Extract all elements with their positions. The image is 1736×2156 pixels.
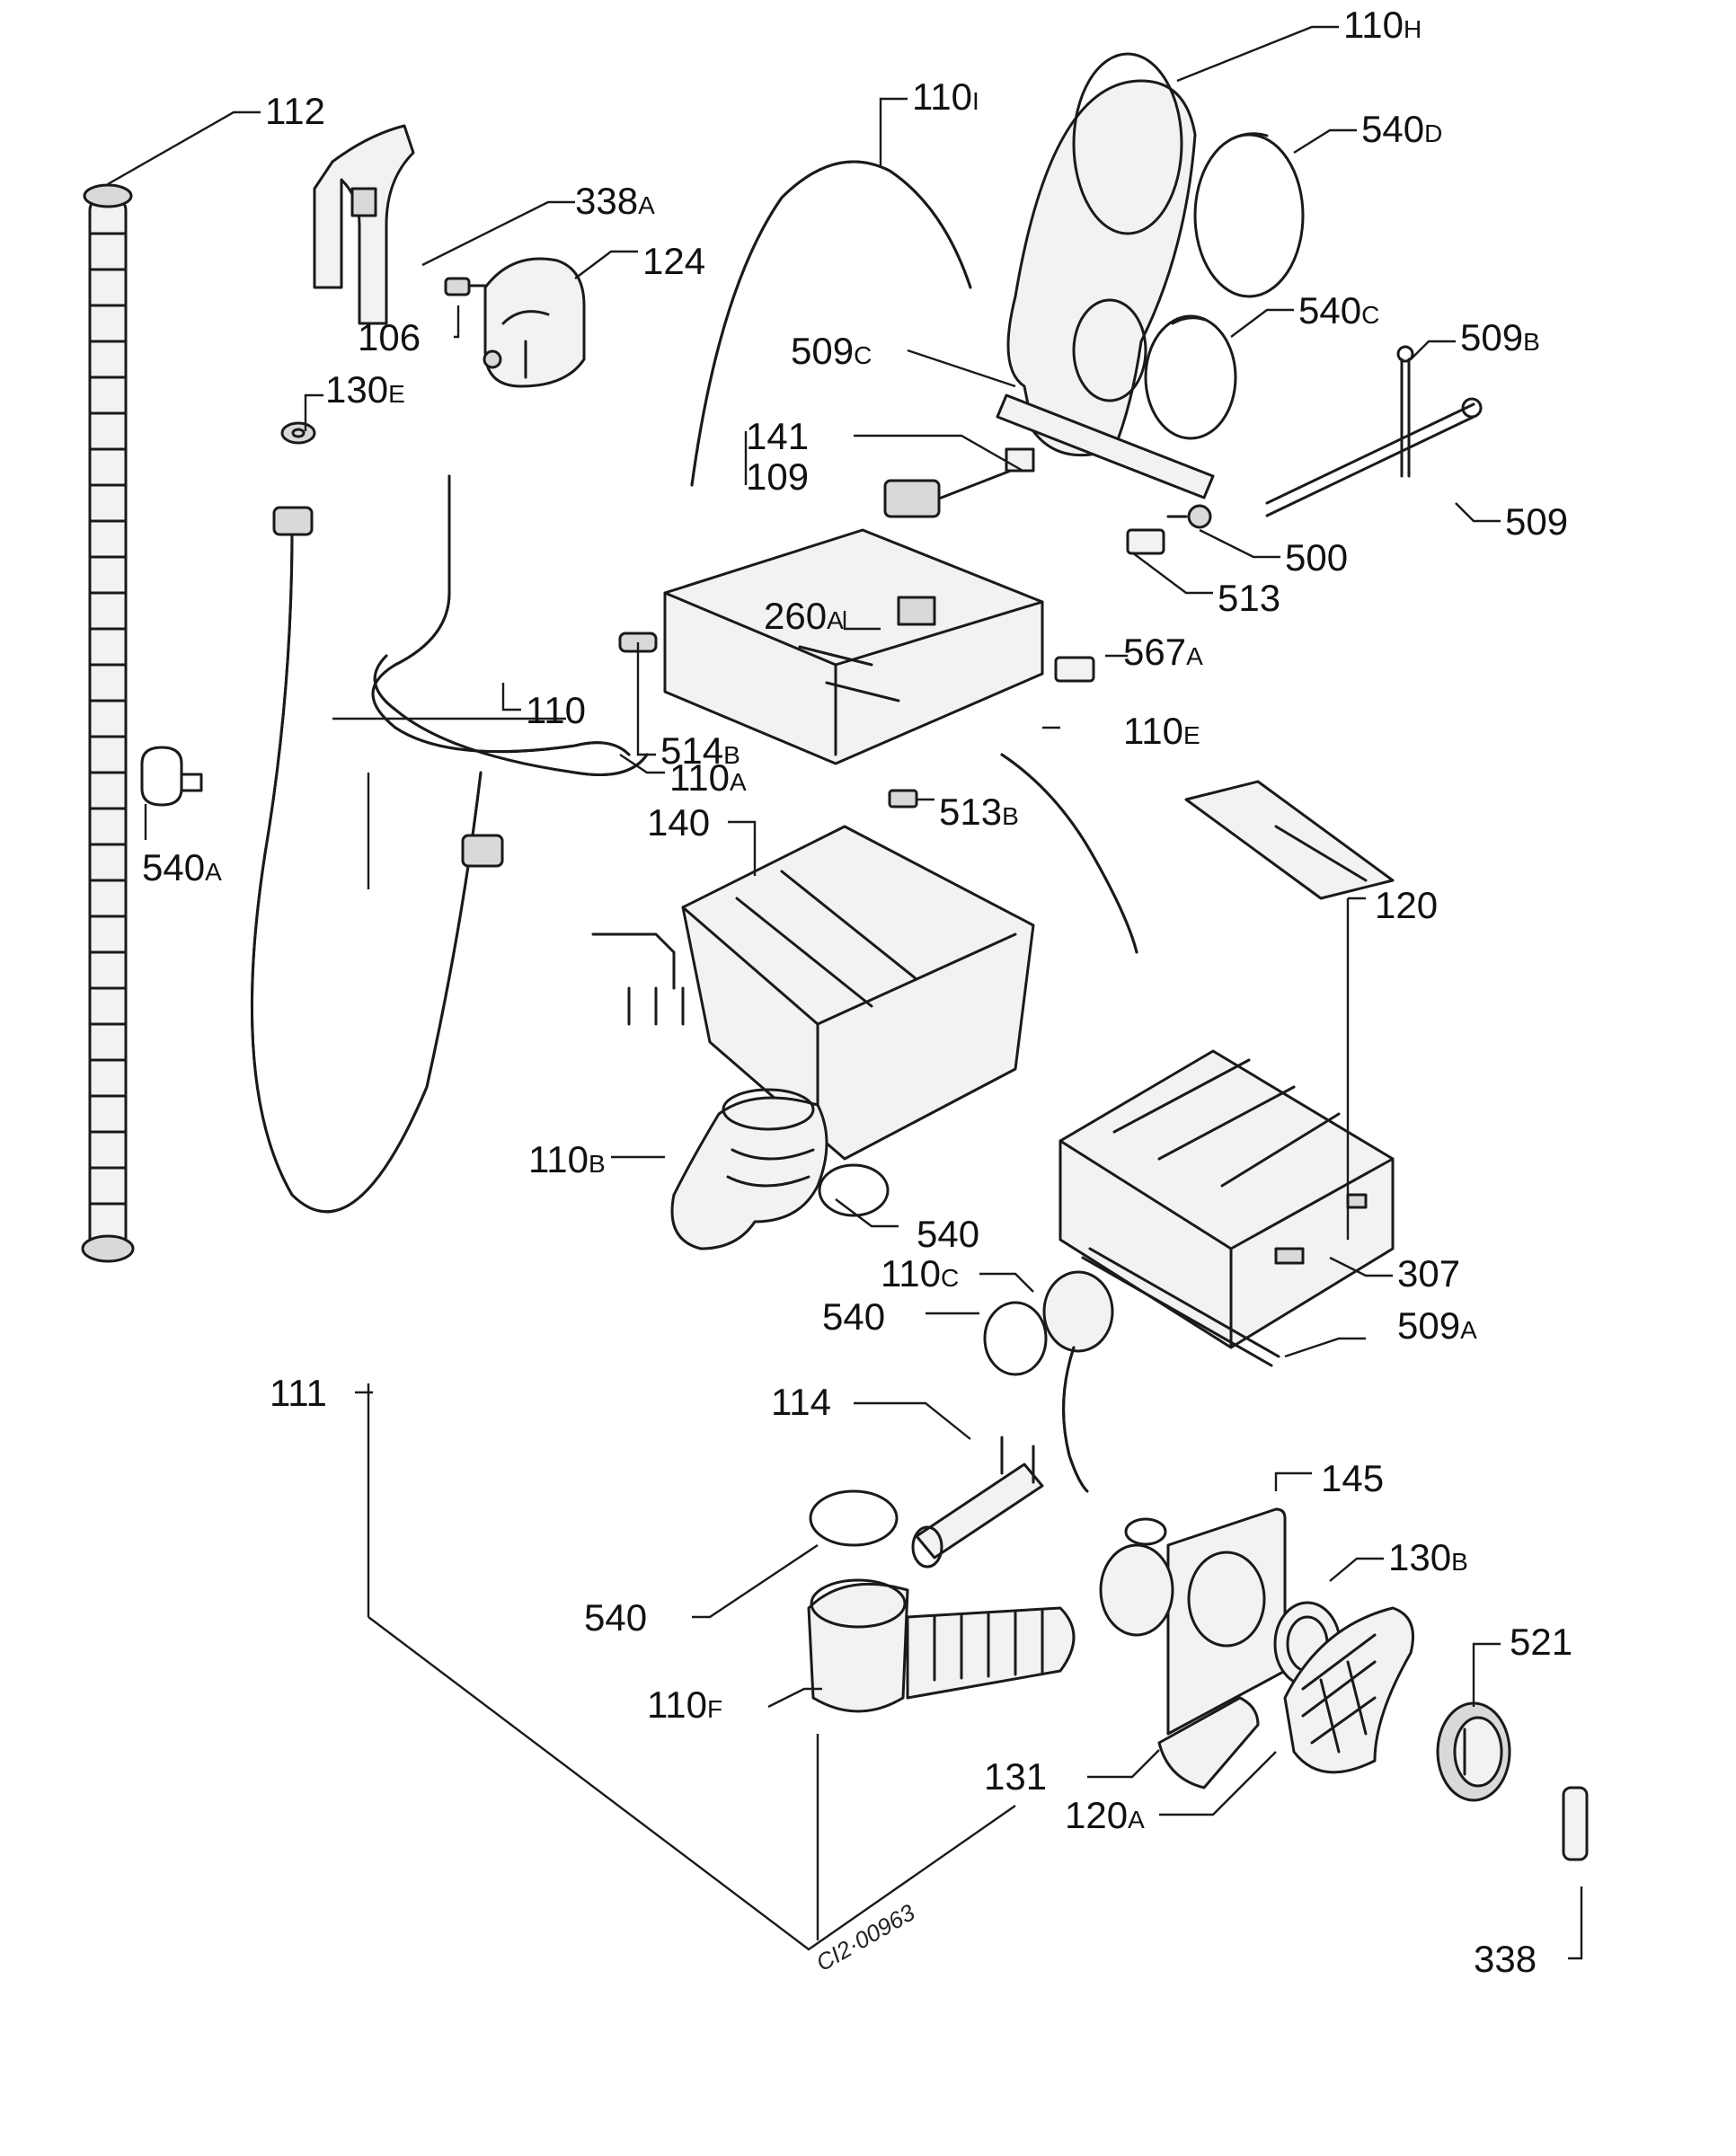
callout-540d: 540D bbox=[1361, 108, 1442, 150]
callout-338a: 338A bbox=[575, 180, 655, 222]
callout-540a: 540A bbox=[142, 846, 222, 888]
seal-shell-131 bbox=[1157, 1696, 1260, 1789]
callout-110: 110 bbox=[526, 689, 586, 731]
dispenser-housing-140 bbox=[591, 825, 1035, 1161]
callout-540-low: 540 bbox=[584, 1596, 647, 1639]
hose-clip-540a bbox=[140, 746, 203, 807]
detergent-drawer-307 bbox=[1058, 1049, 1395, 1349]
clamp-540-a bbox=[818, 1163, 890, 1217]
inlet-hose-111 bbox=[250, 506, 504, 1214]
callout-514b: 514B bbox=[660, 729, 740, 772]
clamp-540-c bbox=[809, 1489, 899, 1547]
callout-145: 145 bbox=[1321, 1457, 1384, 1499]
callout-307: 307 bbox=[1397, 1252, 1460, 1294]
clip-567a bbox=[1054, 656, 1095, 683]
clamp-540-b bbox=[983, 1301, 1048, 1376]
callout-540c: 540C bbox=[1298, 289, 1379, 331]
hose-bracket-338a bbox=[313, 124, 415, 325]
callout-110h: 110H bbox=[1343, 4, 1422, 46]
hose-110i bbox=[690, 160, 972, 487]
corrugated-hose-112 bbox=[81, 183, 135, 1263]
callout-513: 513 bbox=[1218, 577, 1280, 619]
callout-110i: 110I bbox=[912, 75, 979, 118]
connector-513 bbox=[1126, 528, 1165, 555]
bellow-110b bbox=[670, 1088, 828, 1250]
callout-120a: 120A bbox=[1065, 1794, 1145, 1836]
cabinet-base-outline bbox=[332, 717, 1016, 1951]
pressure-chamber-124 bbox=[483, 257, 586, 388]
handle-120 bbox=[1184, 780, 1395, 900]
callout-110b: 110B bbox=[528, 1138, 606, 1180]
callout-112: 112 bbox=[265, 90, 325, 132]
callout-509: 509 bbox=[1505, 500, 1568, 543]
callout-509a: 509A bbox=[1397, 1304, 1477, 1347]
bellows-110f bbox=[807, 1578, 1076, 1713]
callout-130e: 130E bbox=[325, 368, 405, 411]
callout-111: 111 bbox=[270, 1372, 327, 1414]
callout-124: 124 bbox=[642, 240, 705, 282]
callout-120: 120 bbox=[1375, 884, 1438, 926]
rod-509a bbox=[1081, 1247, 1280, 1367]
callout-521: 521 bbox=[1510, 1621, 1572, 1663]
callout-567a: 567A bbox=[1123, 631, 1203, 673]
callout-106: 106 bbox=[358, 316, 421, 358]
rod-509 bbox=[1265, 397, 1483, 517]
corrugated-hose-110c bbox=[1042, 1270, 1114, 1493]
callout-114: 114 bbox=[771, 1381, 831, 1423]
filter-120a bbox=[1283, 1606, 1414, 1774]
callout-509b: 509B bbox=[1460, 316, 1540, 358]
switch-513b bbox=[888, 789, 918, 808]
hose-bundle-110 bbox=[371, 474, 649, 776]
frame-109 bbox=[663, 528, 1044, 765]
corrugated-hose-110e bbox=[1000, 753, 1138, 954]
callout-513b: 513B bbox=[939, 791, 1019, 833]
callout-109: 109 bbox=[746, 455, 809, 498]
callout-540-top: 540 bbox=[917, 1213, 979, 1255]
valve-part-500 bbox=[1166, 504, 1212, 529]
clamp-540d bbox=[1193, 132, 1305, 298]
washer-130e bbox=[280, 421, 316, 445]
callout-110e: 110E bbox=[1123, 710, 1200, 752]
callout-140: 140 bbox=[647, 801, 710, 844]
pipe-114 bbox=[911, 1436, 1044, 1568]
rod-509b bbox=[1396, 345, 1414, 478]
callout-141: 141 bbox=[746, 415, 809, 457]
screw-106 bbox=[444, 277, 487, 296]
lever-509c bbox=[996, 393, 1215, 499]
callout-labels: 112 338A 124 106 130E 110I 110H 540D 540… bbox=[142, 4, 1572, 1980]
switch-141 bbox=[883, 447, 1035, 518]
callout-500: 500 bbox=[1285, 536, 1348, 579]
pump-housing-145 bbox=[1099, 1507, 1287, 1736]
callout-509c: 509C bbox=[791, 330, 872, 372]
bracket-338 bbox=[1562, 1786, 1589, 1861]
clamp-540c bbox=[1144, 314, 1237, 440]
callout-540-mid: 540 bbox=[822, 1295, 885, 1338]
callout-110a: 110A bbox=[669, 756, 747, 799]
callout-338: 338 bbox=[1474, 1938, 1537, 1980]
leader-lines bbox=[107, 25, 1583, 1960]
callout-260a: 260A bbox=[764, 595, 844, 637]
callout-110f: 110F bbox=[647, 1683, 722, 1726]
callout-110c: 110C bbox=[881, 1252, 959, 1294]
detergent-duct-110h bbox=[1006, 52, 1197, 457]
filter-cap-521 bbox=[1436, 1701, 1511, 1802]
callout-130b: 130B bbox=[1388, 1536, 1468, 1578]
callout-131: 131 bbox=[984, 1755, 1047, 1798]
